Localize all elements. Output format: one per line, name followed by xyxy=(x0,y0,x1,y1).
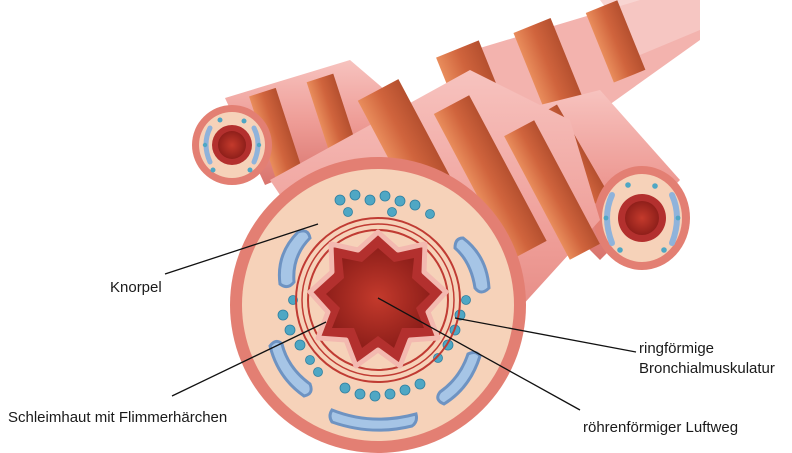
label-schleimhaut: Schleimhaut mit Flimmerhärchen xyxy=(8,408,227,428)
label-bronchialmuskulatur: ringförmige Bronchialmuskulatur xyxy=(639,339,775,379)
right-branch-cross-section xyxy=(594,166,690,270)
left-branch-cross-section xyxy=(192,105,272,185)
main-cross-section xyxy=(230,157,526,453)
label-muskel-line2: Bronchialmuskulatur xyxy=(639,359,775,379)
label-luftweg: röhrenförmiger Luftweg xyxy=(583,418,738,438)
label-knorpel: Knorpel xyxy=(110,278,162,298)
label-muskel-line1: ringförmige xyxy=(639,339,775,359)
